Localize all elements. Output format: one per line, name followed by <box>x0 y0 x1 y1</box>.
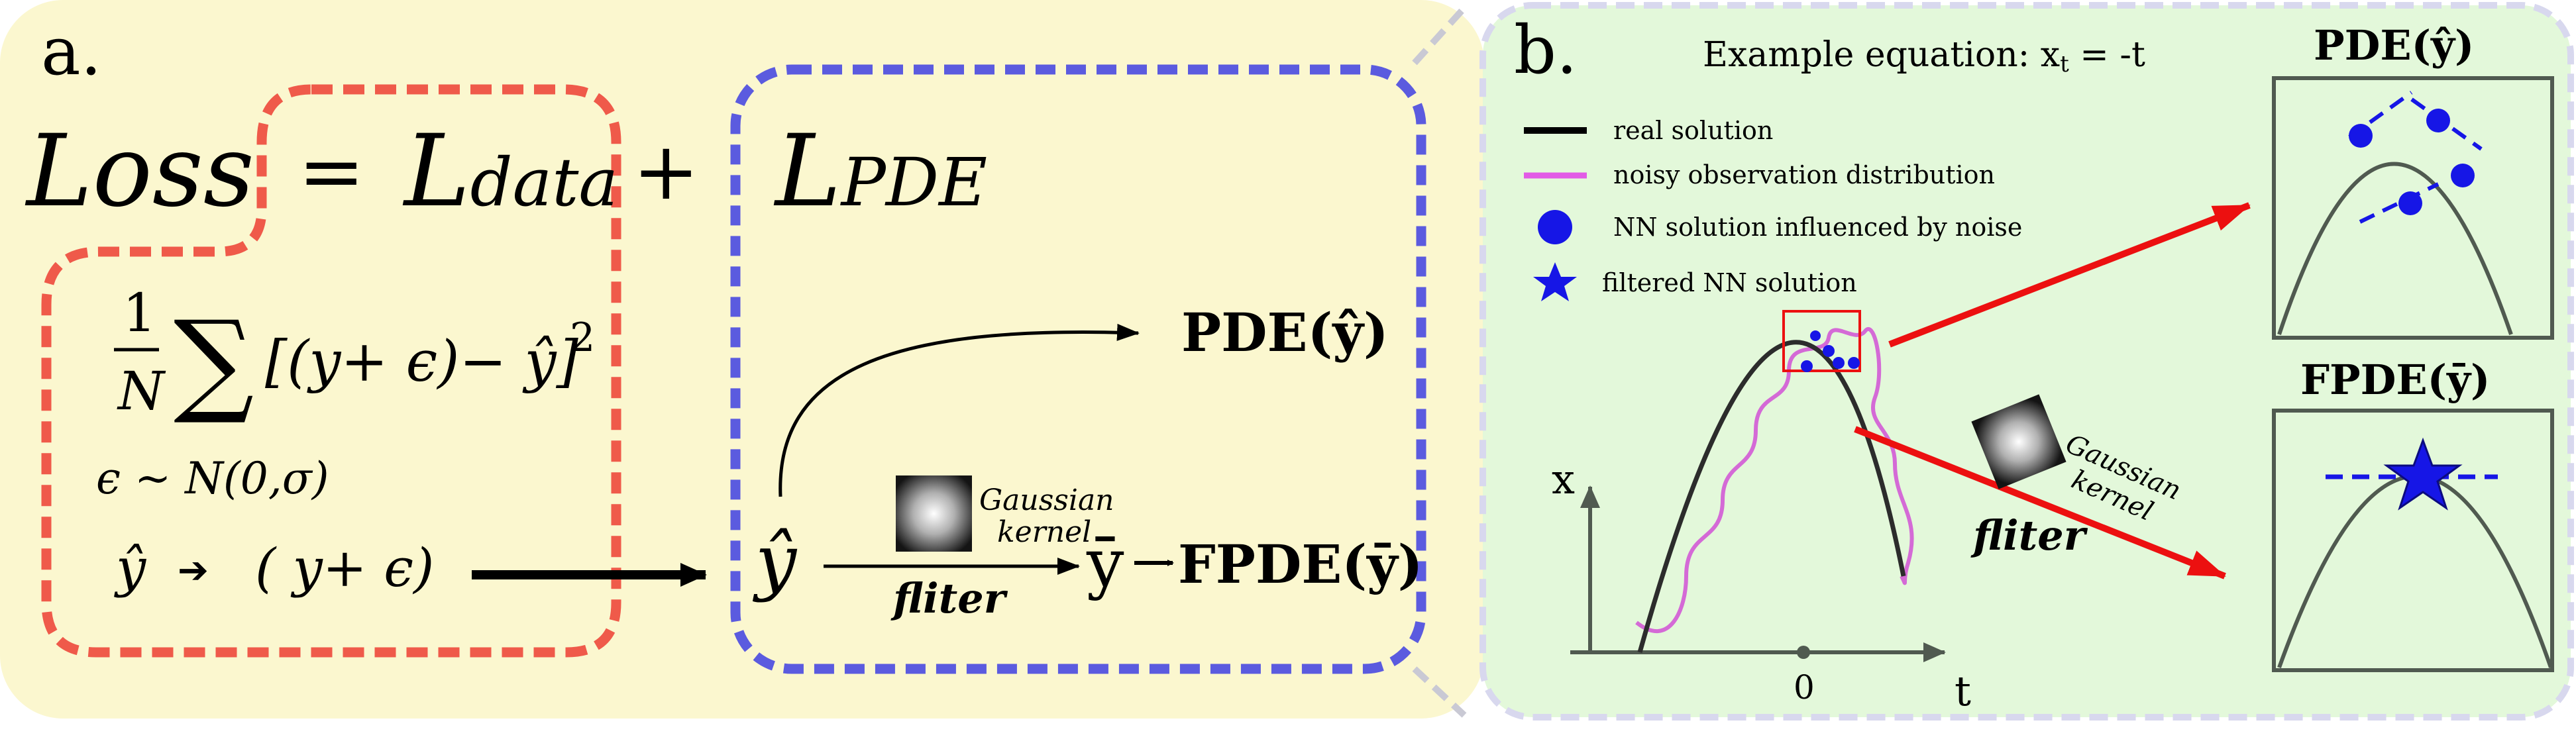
zoom-arrow-to-pde <box>1888 202 2251 348</box>
legend-real-solution-label: real solution <box>1613 116 1773 145</box>
legend-nn-solution-label: NN solution influenced by noise <box>1613 213 2022 242</box>
fpde-ybar-label: FPDE(ȳ) <box>1178 533 1423 595</box>
noise-definition: ϵ ~ N(0,σ) <box>96 453 329 504</box>
nn-point-4 <box>1801 360 1813 372</box>
nn-point-1 <box>1810 330 1821 341</box>
l-pde-term: LPDE <box>773 114 987 229</box>
fliter-label: fliter <box>890 574 1008 622</box>
real-solution-curve <box>1637 340 1906 653</box>
loss-label: Loss <box>25 114 254 229</box>
panel-a-label: a. <box>41 13 101 90</box>
fpde-inset-star <box>2383 437 2463 511</box>
yhat-term: ŷ <box>114 537 147 599</box>
nn-point-2 <box>1823 345 1835 357</box>
pde-yhat-label: PDE(ŷ) <box>1181 301 1389 364</box>
t-axis-label: t <box>1955 667 1971 715</box>
pde-inset-point-2 <box>2426 109 2450 132</box>
y-plus-eps-term: ( y+ ϵ) <box>255 537 434 599</box>
nn-point-5 <box>1848 357 1860 369</box>
gaussian-kernel-icon-b <box>1971 394 2066 489</box>
example-equation: Example equation: xt = -t <box>1703 35 2145 77</box>
origin-dot <box>1797 646 1810 659</box>
pde-inset-title: PDE(ŷ) <box>2314 21 2474 70</box>
sum-symbol: ∑ <box>174 297 254 428</box>
curved-arrow-to-pde <box>778 323 1140 497</box>
l-data-term: Ldata <box>402 114 618 229</box>
sum-body: [(y+ ϵ)− ŷ] <box>265 329 579 395</box>
origin-label: 0 <box>1794 668 1815 707</box>
zoom-arrow-to-fpde <box>1854 426 2226 579</box>
ybar-term: ȳ <box>1086 524 1124 602</box>
solution-plot: x t 0 <box>1552 310 1971 715</box>
small-arrow: ➔ <box>178 549 209 592</box>
legend-noisy-observation-label: noisy observation distribution <box>1613 160 1995 189</box>
legend: real solution noisy observation distribu… <box>1524 116 2022 301</box>
yhat-large: ŷ <box>752 519 798 603</box>
fliter-label-b: fliter <box>1970 511 2088 560</box>
panel-b-background <box>1479 2 2574 721</box>
plus-sign: + <box>633 126 700 218</box>
ldata-region-outline <box>41 84 621 658</box>
fraction-numerator: 1 <box>123 282 156 344</box>
noisy-observation-curve <box>1635 327 1914 634</box>
sum-exponent: 2 <box>570 315 595 361</box>
panel-a: a. Loss = Ldata + LPDE 1 N ∑ [(y+ ϵ)− ŷ]… <box>0 0 1484 719</box>
pde-inset-dash-2 <box>2410 97 2483 151</box>
nn-point-3 <box>1833 357 1845 369</box>
fpde-inset-title: FPDE(ȳ) <box>2300 356 2490 404</box>
pde-inset-frame <box>2272 76 2554 340</box>
panel-b-label: b. <box>1514 11 1578 89</box>
legend-filtered-solution-marker <box>1533 262 1577 301</box>
gaussian-kernel-icon <box>896 475 972 552</box>
zoom-box <box>1782 310 1861 372</box>
panel-a-background <box>0 0 1484 719</box>
x-axis-label: x <box>1552 455 1575 503</box>
legend-filtered-solution-label: filtered NN solution <box>1602 268 1857 297</box>
zoom-connector-bottom <box>1412 666 1467 718</box>
lpde-region-outline <box>730 64 1426 674</box>
legend-nn-solution-marker <box>1538 210 1572 244</box>
pde-inset-curve <box>2277 162 2513 335</box>
fraction-denominator: N <box>117 360 166 422</box>
pde-inset-point-4 <box>2398 191 2422 215</box>
zoom-connector-top <box>1412 5 1467 66</box>
pde-inset-point-1 <box>2349 124 2373 148</box>
pde-inset-dash-3 <box>2359 182 2440 224</box>
gaussian-kernel-text-1: Gaussian <box>979 483 1114 517</box>
gaussian-kernel-text-2: kernel <box>997 515 1091 549</box>
equals-sign: = <box>298 126 365 218</box>
panel-b: b. Example equation: xt = -t real soluti… <box>1479 2 2574 721</box>
fpde-inset-frame <box>2272 409 2554 672</box>
pde-inset-point-3 <box>2451 164 2475 187</box>
